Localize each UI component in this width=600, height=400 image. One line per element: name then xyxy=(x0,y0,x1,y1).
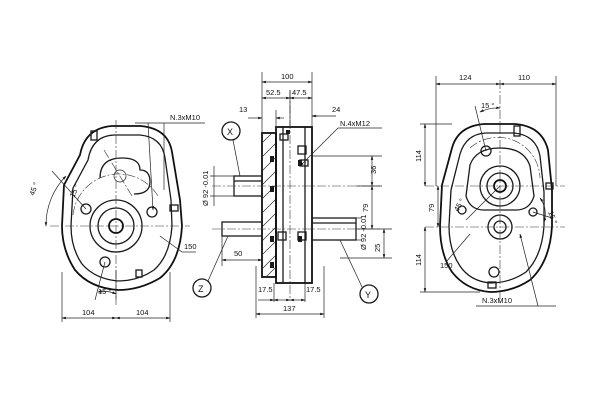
balloon-x-label: X xyxy=(227,127,233,137)
middle-bolt-7 xyxy=(286,130,290,134)
middle-bolt-1 xyxy=(270,156,274,162)
middle-bolt-5 xyxy=(298,160,302,166)
left-bolt-hole-2 xyxy=(146,206,158,218)
middle-dim-100: 100 xyxy=(281,72,294,81)
right-bolt-hole-1 xyxy=(480,145,492,157)
right-housing-inner xyxy=(448,132,545,284)
right-dim-124: 124 xyxy=(459,73,472,82)
middle-dim-79: 79 xyxy=(361,204,370,212)
middle-bolt-6 xyxy=(298,236,302,242)
middle-dim-25: 25 xyxy=(373,244,382,252)
right-dim-110: 110 xyxy=(518,73,530,82)
left-lug-right xyxy=(169,204,179,212)
middle-dim-17-5-a: 17.5 xyxy=(258,285,273,294)
left-lug-bottom xyxy=(135,269,143,278)
middle-flange-hatch xyxy=(261,132,277,278)
middle-bolt-3 xyxy=(270,236,274,242)
balloon-x xyxy=(221,121,241,141)
left-lug-top xyxy=(90,130,98,141)
right-view: 124 110 15 ° 114 79 114 45 ° 150 15 ° N.… xyxy=(414,73,565,307)
left-angle-15-bottom: 15 ° xyxy=(98,287,111,296)
balloon-y-label: Y xyxy=(365,290,371,300)
left-radius-150: 150 xyxy=(184,242,197,251)
balloon-z-label: Z xyxy=(198,284,204,294)
right-housing-outline xyxy=(439,123,553,293)
middle-shaft-right-dia: Ø 92 -0.01 xyxy=(359,215,368,250)
middle-body xyxy=(275,126,313,284)
left-thread-label: N.3xM10 xyxy=(170,113,200,122)
middle-dim-24: 24 xyxy=(332,105,340,114)
left-angle-45: 45 ° xyxy=(27,181,40,197)
right-dim-114-b: 114 xyxy=(414,254,423,266)
middle-bolt-2 xyxy=(270,186,274,192)
middle-view: 100 52.5 47.5 13 24 N.4xM12 36 79 25 Ø 9… xyxy=(192,72,392,318)
middle-dim-50: 50 xyxy=(234,249,242,258)
left-dim-104-a: 104 xyxy=(82,308,95,317)
right-angle-45: 45 ° xyxy=(452,197,467,213)
middle-dim-36: 36 xyxy=(369,166,378,174)
right-thread-label: N.3xM10 xyxy=(482,296,512,305)
balloon-z xyxy=(192,278,212,298)
right-dim-79: 79 xyxy=(427,204,436,212)
right-radius-150: 150 xyxy=(440,261,453,270)
right-bolt-hole-2 xyxy=(457,205,467,215)
middle-thread-label: N.4xM12 xyxy=(340,119,370,128)
middle-dim-52-5: 52.5 xyxy=(266,88,281,97)
left-bolt-hole-3 xyxy=(99,256,111,268)
middle-shaft-left-dia: Ø 92 -0.01 xyxy=(201,171,210,206)
middle-dim-17-5-b: 17.5 xyxy=(306,285,321,294)
middle-dim-137: 137 xyxy=(283,304,296,313)
right-bolt-hole-4 xyxy=(488,266,500,278)
middle-dim-13: 13 xyxy=(239,105,247,114)
right-bolt-hole-3 xyxy=(528,207,538,217)
middle-dim-47-5: 47.5 xyxy=(292,88,307,97)
right-dim-114-a: 114 xyxy=(414,150,423,162)
balloon-y xyxy=(359,284,379,304)
left-top-boss xyxy=(99,157,151,195)
left-view: 45 ° 15 ° N.3xM10 150 15 ° 104 104 xyxy=(27,113,205,322)
left-bolt-hole-1 xyxy=(80,203,92,215)
left-top-bore xyxy=(113,169,127,183)
left-housing-inner xyxy=(70,134,173,282)
left-housing-outline xyxy=(61,125,183,291)
middle-bolt-4 xyxy=(270,262,274,268)
left-dim-104-b: 104 xyxy=(136,308,149,317)
right-angle-15-right: 15 ° xyxy=(546,210,559,226)
right-angle-15-top: 15 ° xyxy=(481,101,494,110)
